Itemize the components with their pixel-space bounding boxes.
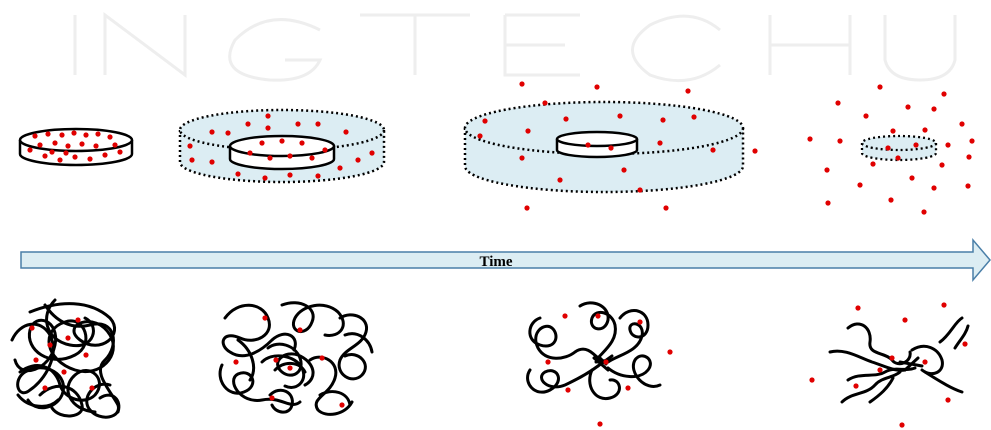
polymer-network-dense [10,298,121,419]
polymer-network-swelling [218,301,374,416]
stage-swelling-disc [178,108,386,184]
eroded-core-top [860,134,938,152]
time-arrow-shape [20,237,991,283]
stage-initial-disc [18,127,134,167]
polymer-network-loosened [526,301,662,401]
drug-particles [807,84,975,215]
glassy-core-top [555,130,639,148]
stage-max-swelling-disc [463,81,758,211]
drug-particles [187,113,375,181]
network-particles [29,302,968,428]
time-arrow: Time [20,237,991,283]
stage-eroded-disc [807,84,975,215]
drug-particles [27,130,123,163]
polymer-network-disentangled [828,316,970,404]
glassy-core-top [228,134,336,158]
time-label: Time [479,254,512,270]
drug-particles [477,81,758,211]
